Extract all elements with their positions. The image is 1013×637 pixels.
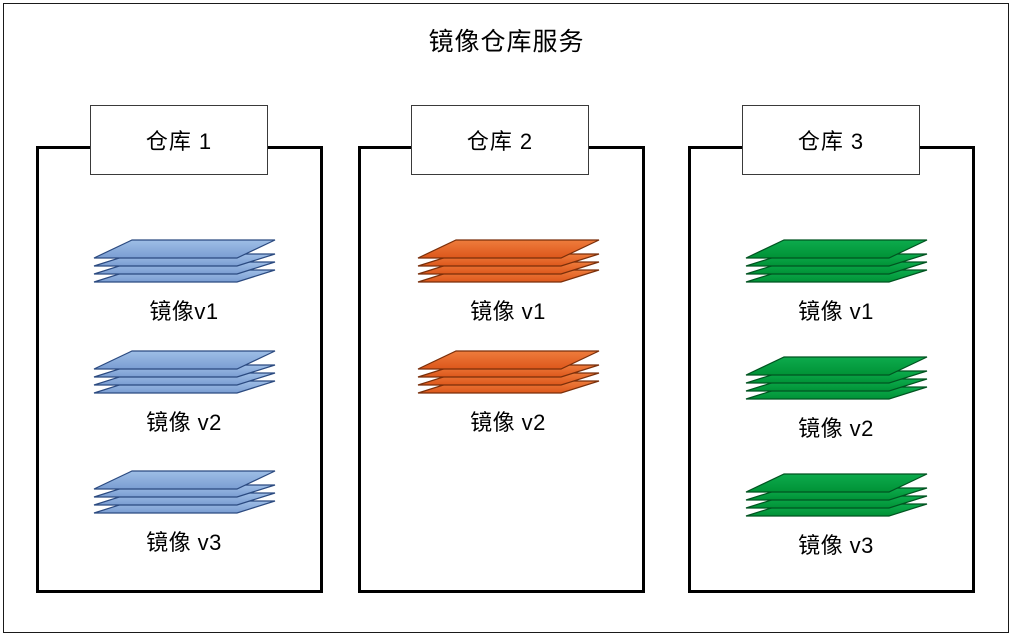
image-label: 镜像 v1	[470, 299, 546, 324]
image-label: 镜像 v3	[146, 530, 222, 555]
layer-stack-icon	[92, 236, 277, 288]
layered-image-icon	[93, 239, 275, 283]
page-title: 镜像仓库服务	[428, 28, 585, 56]
layer-stack-icon	[744, 470, 929, 522]
image-stack-group-repo2-v2[interactable]: 镜像 v2	[408, 347, 608, 437]
image-label: 镜像 v1	[798, 299, 874, 324]
layered-image-icon	[745, 473, 927, 517]
image-label: 镜像 v2	[798, 416, 874, 441]
image-label: 镜像 v2	[470, 410, 546, 435]
image-stack-group-repo1-v1[interactable]: 镜像v1	[84, 236, 284, 326]
layered-image-icon	[745, 356, 927, 400]
image-label: 镜像v1	[149, 299, 219, 324]
layered-image-icon	[417, 350, 599, 394]
image-stack-group-repo1-v2[interactable]: 镜像 v2	[84, 347, 284, 437]
layered-image-icon	[417, 239, 599, 283]
layer-stack-icon	[92, 467, 277, 519]
repository-header-1[interactable]: 仓库 1	[90, 105, 268, 175]
layer-stack-icon	[744, 236, 929, 288]
layered-image-icon	[93, 470, 275, 514]
image-stack-group-repo3-v1[interactable]: 镜像 v1	[736, 236, 936, 326]
image-label: 镜像 v2	[146, 410, 222, 435]
repository-header-3[interactable]: 仓库 3	[742, 105, 920, 175]
image-stack-group-repo2-v1[interactable]: 镜像 v1	[408, 236, 608, 326]
layer-stack-icon	[416, 236, 601, 288]
image-stack-group-repo3-v3[interactable]: 镜像 v3	[736, 470, 936, 560]
layer-stack-icon	[92, 347, 277, 399]
image-stack-group-repo3-v2[interactable]: 镜像 v2	[736, 353, 936, 443]
layered-image-icon	[745, 239, 927, 283]
repository-header-2[interactable]: 仓库 2	[411, 105, 589, 175]
layer-stack-icon	[416, 347, 601, 399]
image-stack-group-repo1-v3[interactable]: 镜像 v3	[84, 467, 284, 557]
layered-image-icon	[93, 350, 275, 394]
layer-stack-icon	[744, 353, 929, 405]
image-label: 镜像 v3	[798, 533, 874, 558]
